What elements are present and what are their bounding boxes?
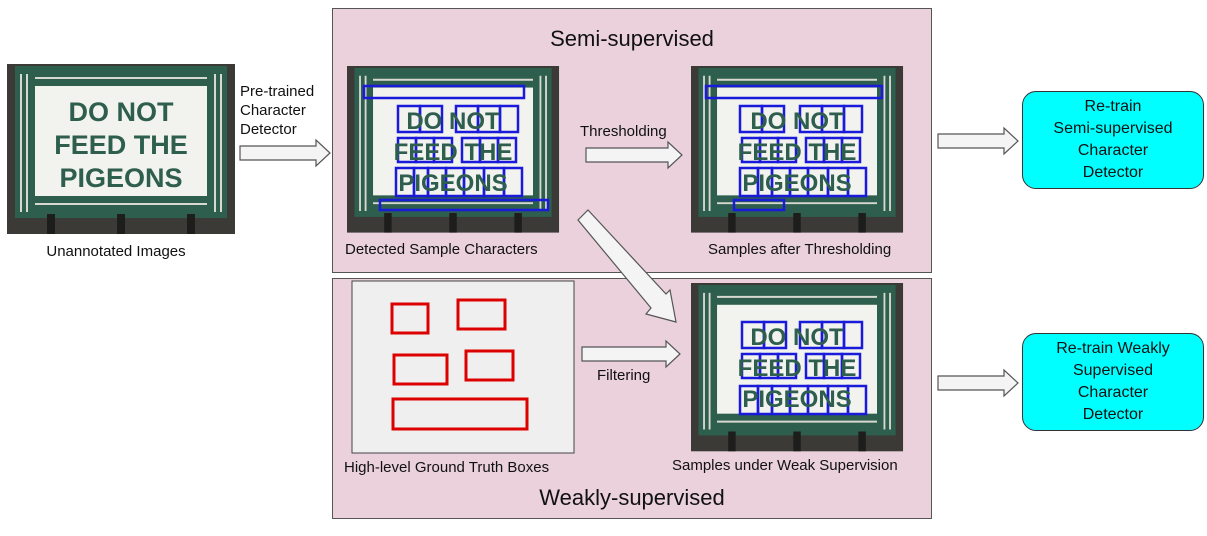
- det-box: [846, 166, 868, 198]
- sign-text-weak: DO NOT FEED THE PIGEONS: [717, 322, 877, 415]
- sign-line-2: FEED THE: [737, 139, 857, 166]
- flow-arrows: [239, 126, 1019, 398]
- det-box: [502, 166, 524, 198]
- arrow-pretrained: [239, 138, 331, 168]
- arrow-thresholding: [585, 140, 683, 170]
- thresholded-boxes: [704, 84, 884, 212]
- caption-ground-truth: High-level Ground Truth Boxes: [344, 459, 550, 476]
- gt-box: [464, 349, 515, 382]
- sign-line-3: PIGEONS: [59, 163, 183, 193]
- det-box: [432, 136, 454, 164]
- sign-line-3: PIGEONS: [742, 170, 852, 197]
- gt-box: [390, 302, 430, 335]
- det-box: [704, 84, 884, 100]
- arrow-semi-output: [937, 126, 1019, 156]
- ground-truth-canvas: [351, 280, 575, 454]
- det-box: [418, 104, 444, 134]
- det-box: [496, 136, 518, 164]
- retrain-semi-supervised-label: Re-train Semi-supervised Character Detec…: [1053, 98, 1173, 181]
- det-box: [776, 136, 798, 164]
- det-box: [776, 352, 798, 380]
- sign-line-1: DO NOT: [750, 324, 844, 351]
- gt-box: [391, 397, 529, 431]
- det-box: [498, 104, 520, 134]
- det-box: [760, 104, 786, 134]
- caption-weak-samples: Samples under Weak Supervision: [672, 457, 898, 474]
- arrow-weak-output: [937, 368, 1019, 398]
- sign-text-unannotated: DO NOT FEED THE PIGEONS: [35, 96, 207, 195]
- caption-after-threshold: Samples after Thresholding: [708, 241, 892, 258]
- sign-line-2: FEED THE: [393, 139, 513, 166]
- sign-text-detected: DO NOT FEED THE PIGEONS: [373, 106, 533, 199]
- det-box: [846, 384, 868, 416]
- caption-unannotated: Unannotated Images: [46, 243, 186, 260]
- sign-line-3: PIGEONS: [742, 386, 852, 413]
- sign-line-1: DO NOT: [68, 97, 174, 127]
- ground-truth-boxes: [390, 298, 529, 431]
- arrow-diagonal: [577, 209, 677, 323]
- sign-line-3: PIGEONS: [398, 170, 508, 197]
- retrain-semi-supervised-box: Re-train Semi-supervised Character Detec…: [1022, 91, 1204, 189]
- sign-line-2: FEED THE: [54, 130, 188, 160]
- retrain-weakly-supervised-box: Re-train Weakly Supervised Character Det…: [1022, 333, 1204, 431]
- arrow-label-pretrained: Pre-trained Character Detector: [240, 83, 315, 138]
- gt-box: [456, 298, 507, 331]
- arrow-label-filtering: Filtering: [597, 367, 651, 384]
- semi-supervised-title: Semi-supervised: [550, 26, 714, 51]
- sign-text-thresholded: DO NOT FEED THE PIGEONS: [717, 106, 877, 199]
- det-box: [840, 352, 862, 380]
- arrow-filtering: [581, 339, 681, 369]
- det-box: [840, 136, 862, 164]
- sign-line-1: DO NOT: [750, 108, 844, 135]
- det-box: [762, 320, 788, 350]
- weakly-supervised-title: Weakly-supervised: [539, 485, 725, 510]
- det-box: [842, 320, 864, 350]
- det-box: [842, 104, 864, 134]
- det-box: [378, 198, 550, 212]
- caption-detected: Detected Sample Characters: [345, 241, 538, 258]
- gt-box: [392, 353, 449, 386]
- sign-line-2: FEED THE: [737, 355, 857, 382]
- retrain-weakly-supervised-label: Re-train Weakly Supervised Character Det…: [1056, 340, 1170, 423]
- detected-boxes: [362, 84, 550, 212]
- weak-supervision-boxes: [738, 320, 868, 416]
- arrow-label-thresholding: Thresholding: [580, 123, 667, 140]
- det-box: [732, 198, 786, 212]
- sign-line-1: DO NOT: [406, 108, 500, 135]
- det-box: [362, 84, 526, 100]
